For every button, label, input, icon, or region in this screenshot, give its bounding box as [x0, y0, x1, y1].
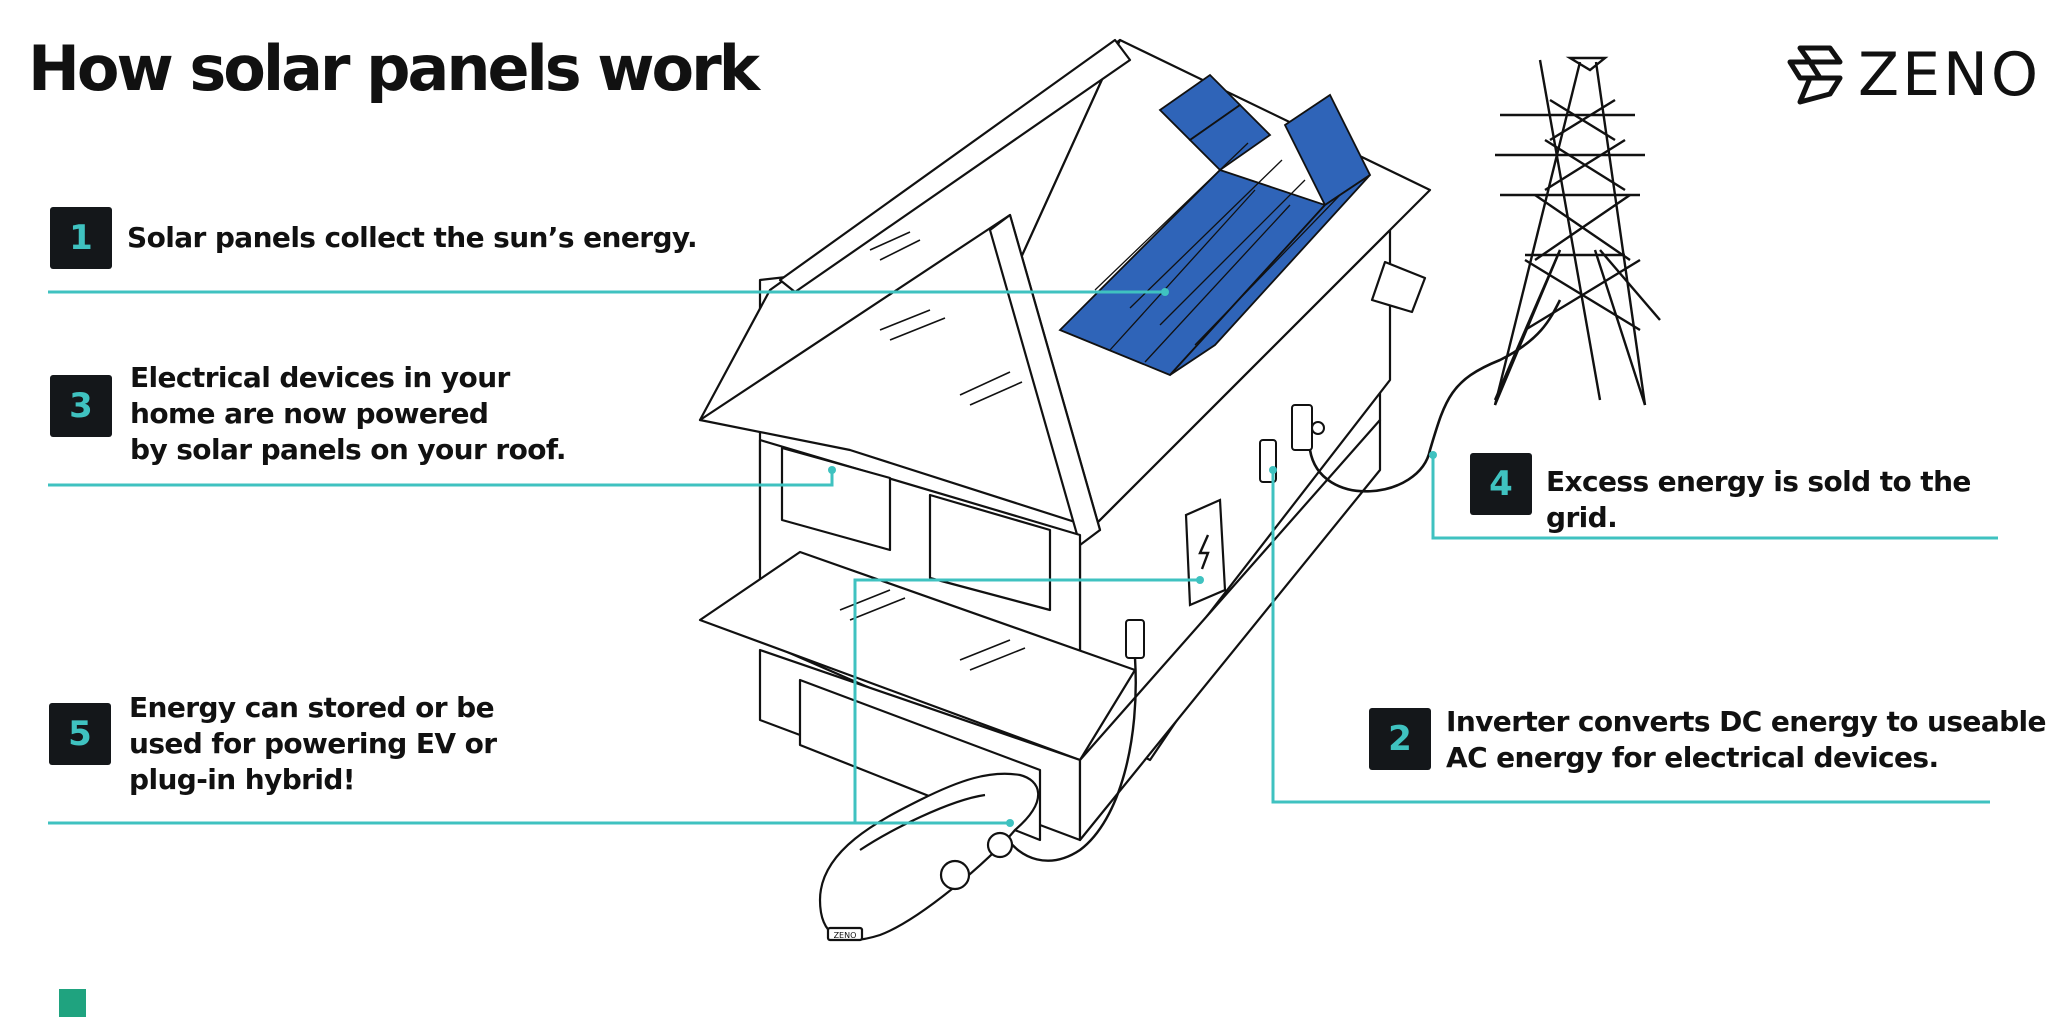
- step-3-badge: 3: [50, 375, 112, 437]
- step-3-text: Electrical devices in your home are now …: [130, 360, 567, 468]
- brand-name: ZENO: [1858, 40, 2042, 110]
- electric-car-icon: [818, 772, 1040, 942]
- license-plate: [826, 926, 864, 942]
- ev-charger: [1125, 619, 1145, 659]
- step-1-text: Solar panels collect the sun’s energy.: [127, 220, 698, 256]
- connector-step-3: [48, 470, 834, 487]
- step-2-text: Inverter converts DC energy to useable A…: [1446, 704, 2047, 776]
- step-2-badge: 2: [1369, 708, 1431, 770]
- step-2-line: AC energy for electrical devices.: [1446, 741, 1939, 774]
- step-3-line: by solar panels on your roof.: [130, 433, 567, 466]
- brand-logo: ZENO: [1786, 42, 2041, 108]
- connector-lines: [48, 290, 1998, 825]
- lightning-icon: [1198, 534, 1210, 570]
- solar-panel-array: [1058, 73, 1372, 377]
- transmission-tower-icon: [1493, 56, 1661, 406]
- ev-cable: [1003, 657, 1137, 862]
- step-4-line: Excess energy is sold to the grid.: [1546, 465, 1971, 534]
- step-1-badge: 1: [50, 207, 112, 269]
- license-plate-text: ZENO: [834, 931, 857, 940]
- step-5-badge: 5: [49, 703, 111, 765]
- panel-grid: [1094, 142, 1341, 363]
- page-title: How solar panels work: [28, 32, 760, 105]
- zeno-logo-icon: [1787, 45, 1843, 105]
- step-5-text: Energy can stored or be used for powerin…: [129, 690, 497, 798]
- connector-step-4: [1431, 455, 1998, 540]
- step-4-text: Excess energy is sold to the grid.: [1546, 464, 2048, 536]
- step-5-line: used for powering EV or: [129, 727, 497, 760]
- step-5-line: Energy can stored or be: [129, 691, 495, 724]
- connector-step-5: [48, 578, 1200, 825]
- step-5-line: plug-in hybrid!: [129, 763, 356, 796]
- step-1-line: Solar panels collect the sun’s energy.: [127, 221, 698, 254]
- step-2-line: Inverter converts DC energy to useable: [1446, 705, 2047, 738]
- connector-step-2: [1271, 470, 1990, 804]
- step-4-badge: 4: [1470, 453, 1532, 515]
- step-3-line: home are now powered: [130, 397, 489, 430]
- brand-square: [59, 989, 86, 1017]
- inverter-box: [1184, 498, 1227, 607]
- grid-cable: [1308, 299, 1562, 493]
- step-3-line: Electrical devices in your: [130, 361, 510, 394]
